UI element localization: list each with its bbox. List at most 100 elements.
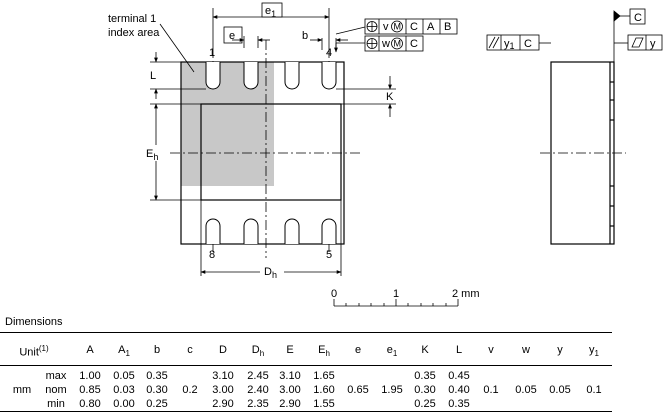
dim-Eh bbox=[143, 103, 201, 201]
cell-max-b: 0.35 bbox=[146, 370, 168, 382]
cell-max-eh: 1.65 bbox=[313, 370, 335, 382]
cell-min-k: 0.25 bbox=[414, 398, 436, 410]
dim-L bbox=[150, 52, 206, 99]
fcf-y1 bbox=[486, 34, 551, 51]
package-body bbox=[180, 61, 345, 245]
dim-e1 bbox=[212, 2, 330, 48]
terminal-4 bbox=[321, 62, 337, 90]
terminal-1 bbox=[205, 62, 221, 90]
header-k: K bbox=[421, 344, 429, 356]
header-a: A bbox=[86, 344, 94, 356]
header-w: w bbox=[522, 344, 530, 356]
fcf-y1-value: y1 bbox=[504, 38, 515, 51]
pin-4-label: 4 bbox=[326, 47, 332, 59]
terminal-7 bbox=[243, 218, 259, 244]
index-area-shading bbox=[181, 62, 274, 186]
row-label-max: max bbox=[45, 370, 67, 382]
terminal-8 bbox=[205, 218, 221, 244]
scale-tick-2: 2 mm bbox=[452, 288, 480, 300]
cell-min-b: 0.25 bbox=[146, 398, 168, 410]
terminal-index-label-line2: index area bbox=[108, 27, 160, 39]
top-view bbox=[170, 40, 360, 258]
terminal-3 bbox=[284, 62, 300, 90]
dim-e-label: e bbox=[229, 30, 235, 42]
table-bottom-rule bbox=[0, 411, 612, 412]
cell-min-l: 0.35 bbox=[448, 398, 470, 410]
fcf-y1-datum-C: C bbox=[524, 38, 532, 50]
fcf-v-datum-C: C bbox=[410, 21, 418, 33]
fcf-y-value: y bbox=[650, 38, 656, 50]
dim-e bbox=[223, 26, 270, 48]
terminal-6 bbox=[284, 218, 300, 244]
header-unit: Unit(1) bbox=[19, 344, 49, 359]
header-e: e bbox=[354, 344, 362, 356]
cell-nom-a: 0.85 bbox=[79, 384, 101, 396]
header-l: L bbox=[455, 344, 463, 356]
unit-mm: mm bbox=[12, 384, 32, 396]
table-top-rule bbox=[0, 332, 612, 333]
dim-K-label: K bbox=[386, 91, 394, 103]
header-a1: A1 bbox=[118, 344, 130, 359]
bottom-terminals bbox=[205, 218, 337, 244]
scale-tick-1: 1 bbox=[393, 288, 399, 300]
cell-min-dh: 2.35 bbox=[247, 398, 269, 410]
row-label-min: min bbox=[47, 398, 65, 410]
dim-Dh-label: Dh bbox=[264, 266, 277, 280]
scale-tick-0: 0 bbox=[331, 288, 337, 300]
cell-nom-e1: 1.95 bbox=[381, 384, 403, 396]
pin-8-label: 8 bbox=[209, 249, 215, 261]
header-y1: y1 bbox=[589, 344, 599, 359]
fcf-w-datum-C: C bbox=[410, 38, 418, 50]
cell-nom-dh: 2.40 bbox=[247, 384, 269, 396]
index-leader bbox=[159, 23, 195, 73]
fcf-v-leader bbox=[335, 26, 366, 35]
dim-Dh bbox=[200, 200, 342, 278]
header-c: c bbox=[187, 344, 193, 356]
fcf-w-value: w bbox=[381, 38, 390, 50]
package-outline-drawing: e1 e b terminal 1 index area 1 4 8 5 L K bbox=[108, 2, 663, 307]
header-eh: Eh bbox=[318, 344, 330, 359]
cell-max-l: 0.45 bbox=[448, 370, 470, 382]
cell-max-a1: 0.05 bbox=[113, 370, 135, 382]
fcf-v-datum-B: B bbox=[444, 21, 451, 33]
cell-nom-c: 0.2 bbox=[182, 384, 198, 396]
cell-nom-l: 0.40 bbox=[448, 384, 470, 396]
fcf-w-modifier: M bbox=[394, 39, 402, 49]
terminal-5 bbox=[321, 218, 337, 244]
header-d: D bbox=[219, 344, 227, 356]
dim-K bbox=[336, 76, 396, 117]
dim-e1-label: e1 bbox=[265, 5, 276, 19]
dimensions-title: Dimensions bbox=[5, 316, 63, 328]
cell-min-d: 2.90 bbox=[212, 398, 234, 410]
cell-nom-b: 0.30 bbox=[146, 384, 168, 396]
header-b: b bbox=[153, 344, 161, 356]
cell-nom-e: 0.65 bbox=[347, 384, 369, 396]
cell-min-e: 2.90 bbox=[279, 398, 301, 410]
cell-max-e: 3.10 bbox=[279, 370, 301, 382]
cell-nom-v: 0.1 bbox=[483, 384, 499, 396]
exposed-pad bbox=[200, 103, 342, 201]
cell-nom-k: 0.30 bbox=[414, 384, 436, 396]
cell-nom-e: 3.00 bbox=[279, 384, 301, 396]
pin-1-label: 1 bbox=[209, 47, 215, 59]
cell-max-d: 3.10 bbox=[212, 370, 234, 382]
header-dh: Dh bbox=[251, 344, 265, 359]
fcf-v bbox=[364, 18, 458, 35]
dim-L-label: L bbox=[150, 70, 156, 82]
fcf-w bbox=[334, 35, 424, 53]
cell-nom-y: 0.05 bbox=[549, 384, 571, 396]
cell-min-eh: 1.55 bbox=[313, 398, 335, 410]
table-header-rule bbox=[0, 365, 612, 366]
fcf-v-modifier: M bbox=[394, 22, 402, 32]
scale-bar bbox=[333, 299, 459, 307]
datum-C-label: C bbox=[634, 12, 642, 24]
cell-max-a: 1.00 bbox=[79, 370, 101, 382]
cell-nom-eh: 1.60 bbox=[313, 384, 335, 396]
cell-nom-d: 3.00 bbox=[212, 384, 234, 396]
dim-b-label: b bbox=[302, 30, 308, 42]
cell-nom-w: 0.05 bbox=[515, 384, 537, 396]
top-terminals bbox=[205, 62, 337, 90]
center-lines bbox=[170, 40, 360, 258]
header-v: v bbox=[488, 344, 494, 356]
terminal-index-label-line1: terminal 1 bbox=[108, 13, 156, 25]
